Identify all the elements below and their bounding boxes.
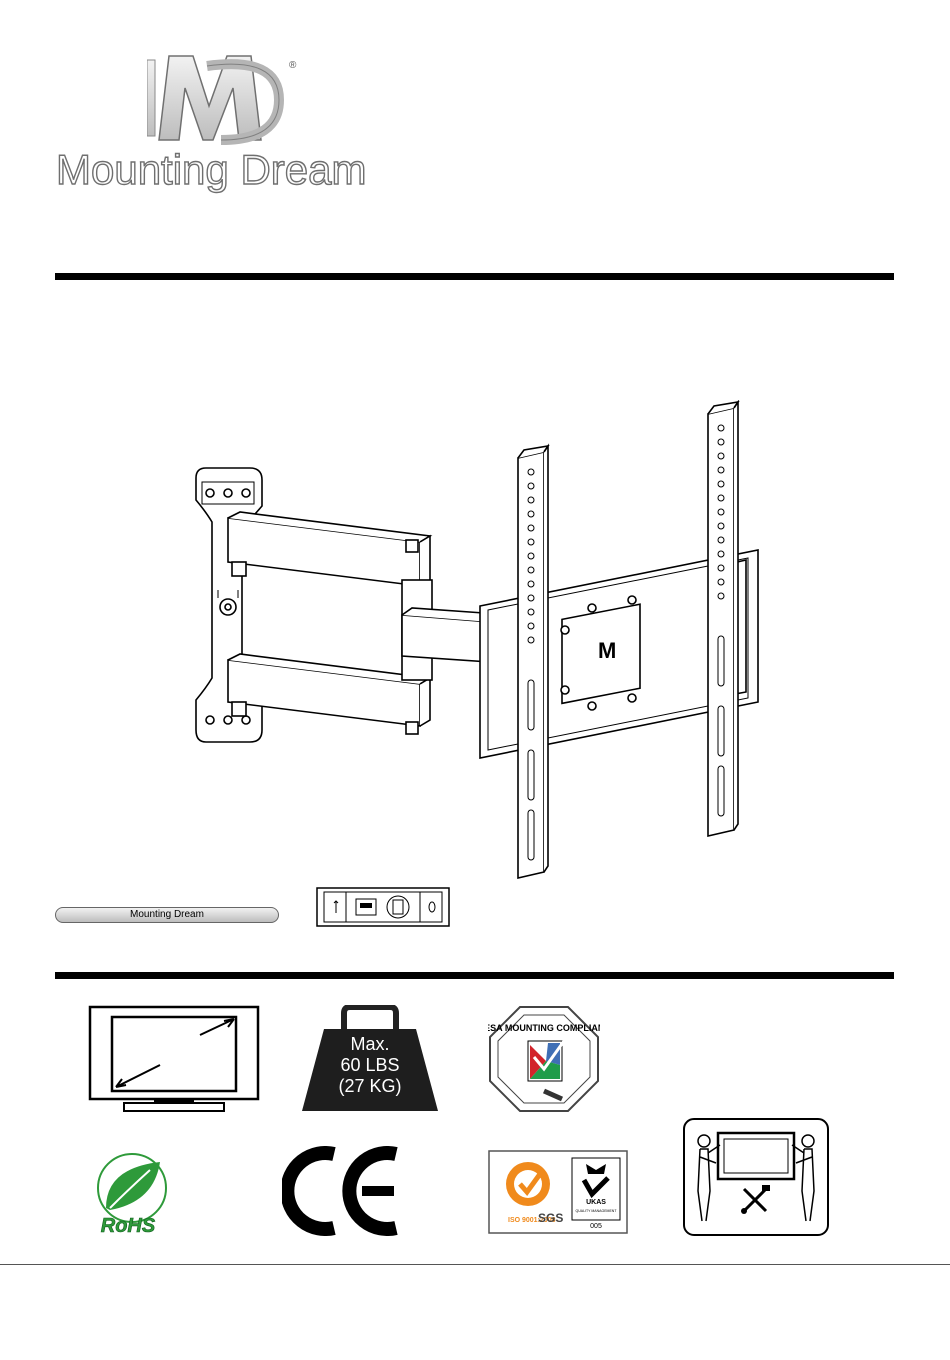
ukas-number: 005 — [590, 1223, 602, 1230]
weight-line-3: (27 KG) — [300, 1076, 440, 1097]
ukas-text: UKAS — [586, 1199, 606, 1206]
rohs-icon: RoHS — [88, 1150, 178, 1236]
bottom-divider — [0, 1264, 950, 1265]
top-divider — [55, 273, 894, 280]
tv-mount-drawing: M — [180, 400, 780, 885]
left-vertical-rail — [518, 446, 548, 878]
weight-line-2: 60 LBS — [300, 1055, 440, 1076]
upper-arm — [228, 512, 430, 586]
max-weight-label: Max. 60 LBS (27 KG) — [300, 1034, 440, 1097]
magnetic-bar: Mounting Dream — [55, 907, 279, 923]
logo-mark-icon — [147, 48, 287, 146]
bubble-level-icon — [316, 887, 450, 927]
ce-mark-icon — [282, 1146, 402, 1236]
two-person-install-icon — [682, 1117, 830, 1237]
brand-name: Mounting Dream — [56, 146, 366, 194]
right-vertical-rail — [708, 402, 738, 836]
vesa-compliant-icon: VESA MOUNTING COMPLIANT — [488, 1005, 600, 1113]
sgs-ukas-icon: ISO 9001:2008 SGS UKAS QUALITY MANAGEMEN… — [488, 1150, 628, 1234]
brand-logo: ® Mounting Dream — [52, 48, 382, 198]
rohs-text: RoHS — [101, 1215, 156, 1236]
vesa-text: VESA MOUNTING COMPLIANT — [488, 1023, 600, 1033]
svg-text:M: M — [598, 638, 616, 663]
ukas-sub-text: QUALITY MANAGEMENT — [576, 1209, 618, 1213]
registered-mark: ® — [289, 60, 296, 71]
weight-line-1: Max. — [300, 1034, 440, 1055]
middle-divider — [55, 972, 894, 979]
tv-screen-size-icon — [88, 1005, 260, 1113]
sgs-name-text: SGS — [538, 1211, 563, 1225]
